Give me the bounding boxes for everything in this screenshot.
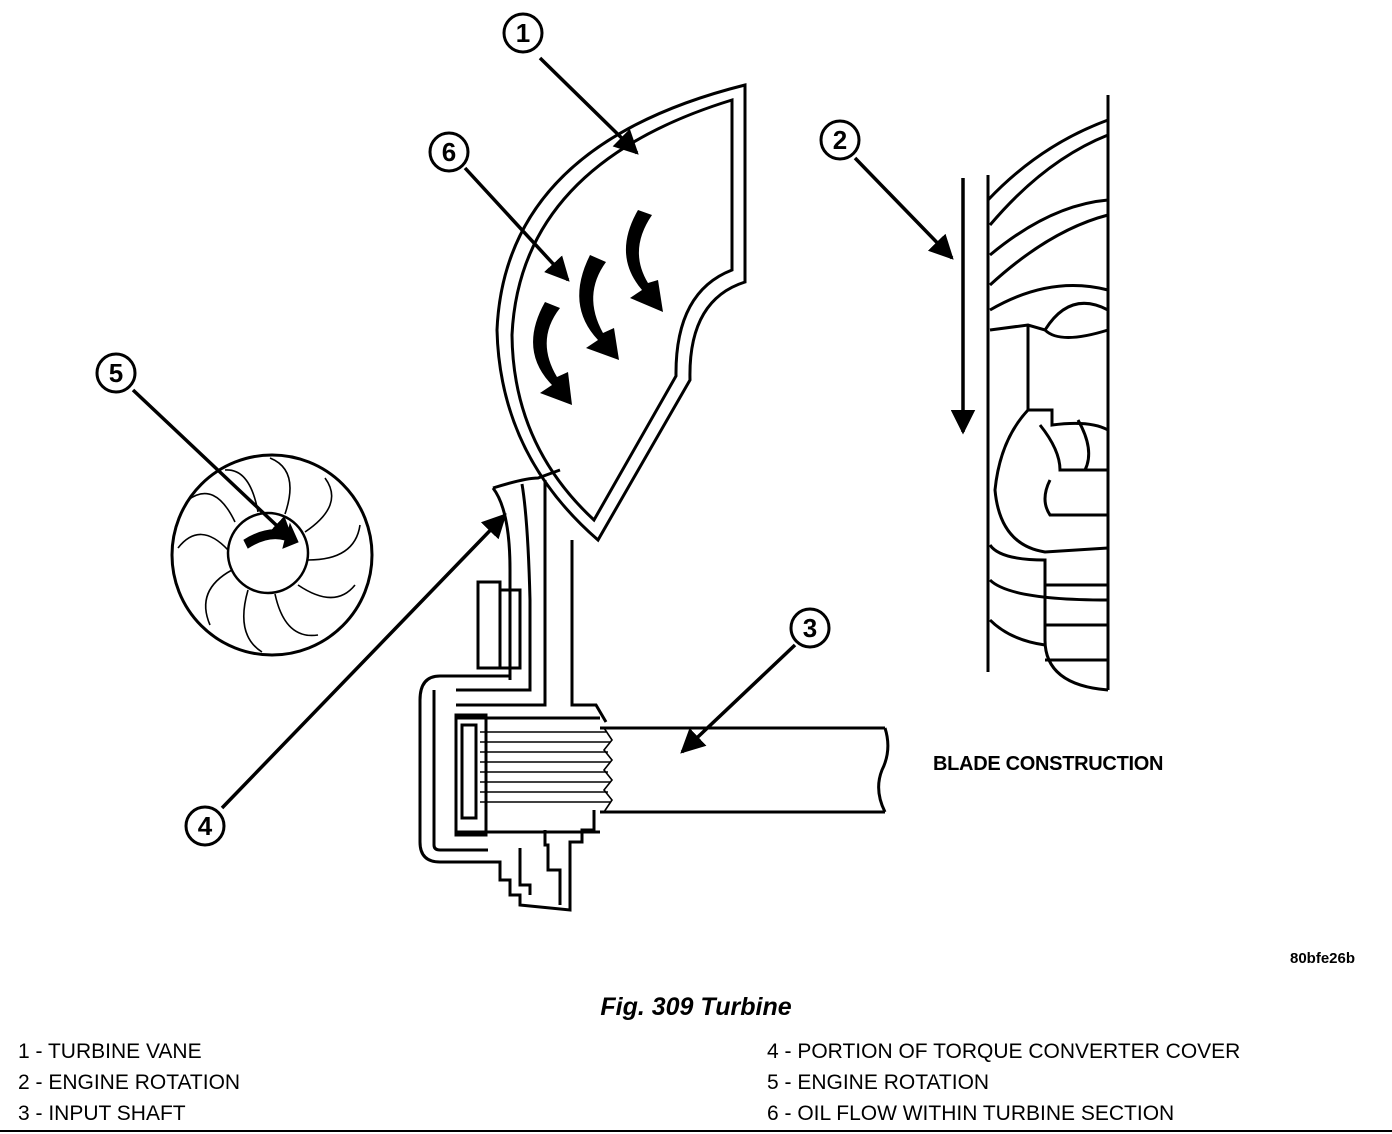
engine-rotation-wheel	[170, 453, 374, 657]
bottom-rule	[0, 1130, 1392, 1132]
blade-construction-label: BLADE CONSTRUCTION	[933, 753, 1164, 775]
legend-item: 1 - TURBINE VANE	[18, 1040, 202, 1063]
svg-text:6: 6	[442, 137, 456, 167]
legend-item: 4 - PORTION OF TORQUE CONVERTER COVER	[767, 1040, 1241, 1063]
blade-construction-detail	[950, 95, 1110, 692]
svg-text:2: 2	[833, 125, 847, 155]
oil-flow-arrows	[533, 210, 663, 405]
callout-2: 2	[819, 119, 861, 161]
legend-right: 4 - PORTION OF TORQUE CONVERTER COVER 5 …	[767, 1036, 1240, 1129]
turbine-diagram: 1 2 3 4 5 6	[95, 12, 1110, 912]
callout-1: 1	[502, 12, 544, 54]
legend-item: 6 - OIL FLOW WITHIN TURBINE SECTION	[767, 1102, 1175, 1125]
callout-4: 4	[184, 805, 226, 847]
legend-item: 3 - INPUT SHAFT	[18, 1102, 186, 1125]
callout-5: 5	[95, 352, 137, 394]
legend-item: 2 - ENGINE ROTATION	[18, 1071, 241, 1094]
input-shaft	[460, 723, 890, 820]
svg-text:1: 1	[516, 18, 530, 48]
legend-left: 1 - TURBINE VANE 2 - ENGINE ROTATION 3 -…	[18, 1036, 240, 1129]
callout-6: 6	[428, 131, 470, 173]
svg-text:5: 5	[109, 358, 123, 388]
svg-text:4: 4	[198, 811, 213, 841]
figure-caption: Fig. 309 Turbine	[600, 993, 792, 1021]
callout-3: 3	[789, 607, 831, 649]
svg-text:3: 3	[803, 613, 817, 643]
legend-item: 5 - ENGINE ROTATION	[767, 1071, 990, 1094]
torque-converter-cover-section	[418, 468, 608, 912]
leader-arrows	[131, 56, 954, 810]
turbine-vane	[495, 83, 747, 543]
figure-code: 80bfe26b	[1290, 950, 1356, 967]
